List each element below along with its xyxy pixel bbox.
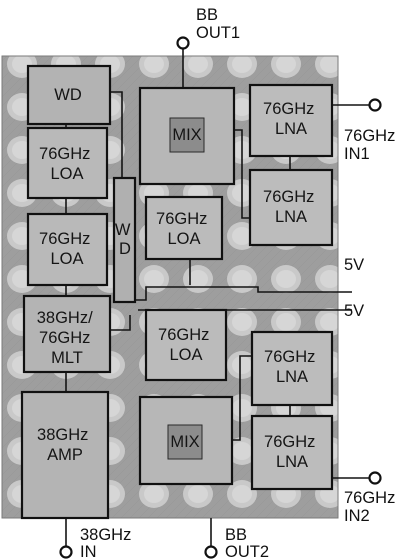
label-supply-top: 5V <box>344 256 364 274</box>
label-bb-out2: BB OUT2 <box>225 526 269 560</box>
block-loa-mid-bottom <box>146 310 226 380</box>
label-mix-bottom: MIX <box>170 433 199 451</box>
block-loa-mid-top <box>146 197 222 259</box>
block-loa-1 <box>28 128 107 198</box>
terminal-in-38 <box>61 547 72 558</box>
terminal-bb-out1 <box>178 38 189 49</box>
label-mix-top: MIX <box>172 126 201 144</box>
terminal-bb-out2 <box>206 547 217 558</box>
label-in2: 76GHz IN2 <box>344 489 400 525</box>
terminal-in2 <box>370 473 381 484</box>
label-bb-out1: BB OUT1 <box>196 6 240 42</box>
label-in-38: 38GHz IN <box>80 526 136 560</box>
label-wd-top: WD <box>54 86 82 104</box>
label-in1: 76GHz IN1 <box>344 127 400 163</box>
terminal-in1 <box>370 100 381 111</box>
label-supply-bottom: 5V <box>344 302 364 320</box>
